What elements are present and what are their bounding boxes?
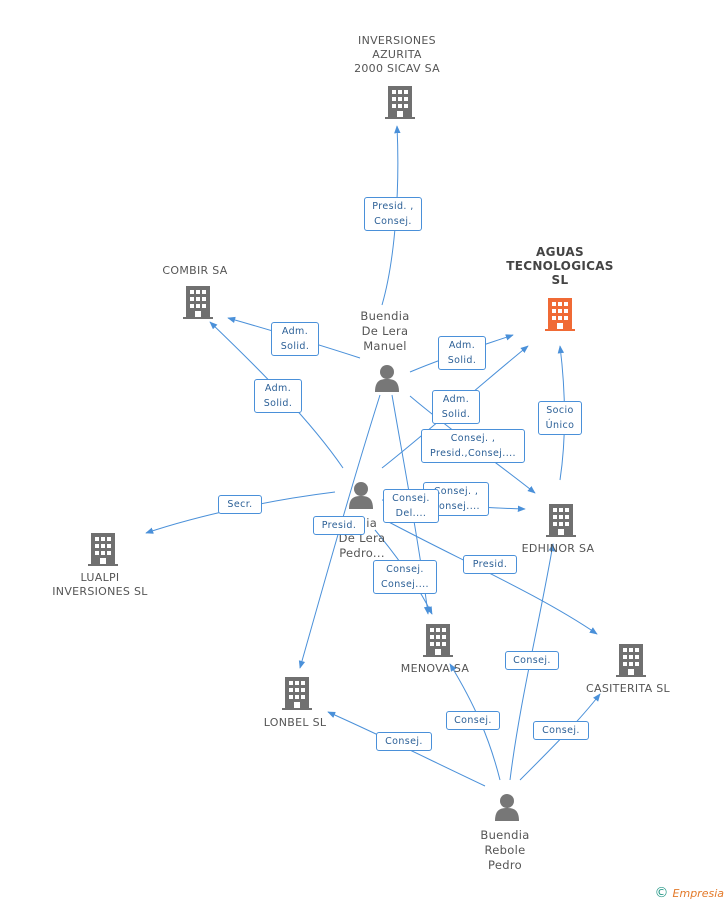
edge-pedro-casiterita xyxy=(384,519,598,635)
edge-label-consej-del[interactable]: Consej. Del.... xyxy=(383,489,439,523)
person-icon[interactable] xyxy=(375,365,399,392)
node-label-inversiones-azurita[interactable]: INVERSIONES AZURITA 2000 SICAV SA xyxy=(354,34,440,75)
edge-label-adm-solid[interactable]: Adm. Solid. xyxy=(438,336,486,370)
node-label-combir[interactable]: COMBIR SA xyxy=(162,264,228,277)
node-label-aguas-tecnologicas[interactable]: AGUAS TECNOLOGICAS SL xyxy=(506,245,614,287)
edge-label-adm-solid[interactable]: Adm. Solid. xyxy=(271,322,319,356)
node-label-edhinor[interactable]: EDHINOR SA xyxy=(521,542,595,555)
node-label-lualpi[interactable]: LUALPI INVERSIONES SL xyxy=(52,571,148,598)
edge-label-consej-consej[interactable]: Consej. Consej.... xyxy=(373,560,437,594)
node-label-casiterita[interactable]: CASITERITA SL xyxy=(586,682,670,695)
person-icon[interactable] xyxy=(495,794,519,821)
building-icon[interactable] xyxy=(423,624,453,657)
node-label-buendia-de-lera-manuel[interactable]: Buendia De Lera Manuel xyxy=(360,309,410,353)
edge-label-consej-presid[interactable]: Consej. , Presid.,Consej.... xyxy=(421,429,525,463)
node-label-buendia-rebole-pedro[interactable]: Buendia Rebole Pedro xyxy=(480,828,530,872)
building-icon[interactable] xyxy=(545,298,575,331)
node-label-menova[interactable]: MENOVA SA xyxy=(400,662,470,675)
building-icon[interactable] xyxy=(88,533,118,566)
footer-brand: ©Empresia xyxy=(655,885,724,901)
edge-label-consej[interactable]: Consej. xyxy=(376,732,432,751)
edge-label-consej[interactable]: Consej. xyxy=(533,721,589,740)
edge-label-consej[interactable]: Consej. xyxy=(446,711,500,730)
edge-label-secr[interactable]: Secr. xyxy=(218,495,262,514)
edge-label-consej[interactable]: Consej. xyxy=(505,651,559,670)
edge-label-adm-solid[interactable]: Adm. Solid. xyxy=(254,379,302,413)
building-icon[interactable] xyxy=(546,504,576,537)
building-icon[interactable] xyxy=(616,644,646,677)
edge-label-adm-solid[interactable]: Adm. Solid. xyxy=(432,390,480,424)
building-icon[interactable] xyxy=(282,677,312,710)
copyright-icon: © xyxy=(654,885,669,901)
building-icon[interactable] xyxy=(385,86,415,119)
brand-logo: Empresia xyxy=(672,887,724,900)
edge-label-presid-consej[interactable]: Presid. , Consej. xyxy=(364,197,422,231)
building-icon[interactable] xyxy=(183,286,213,319)
edge-label-socio-unico[interactable]: Socio Único xyxy=(538,401,582,435)
edge-label-presid[interactable]: Presid. xyxy=(463,555,517,574)
node-label-lonbel[interactable]: LONBEL SL xyxy=(263,716,327,729)
edge-label-presid[interactable]: Presid. xyxy=(313,516,365,535)
